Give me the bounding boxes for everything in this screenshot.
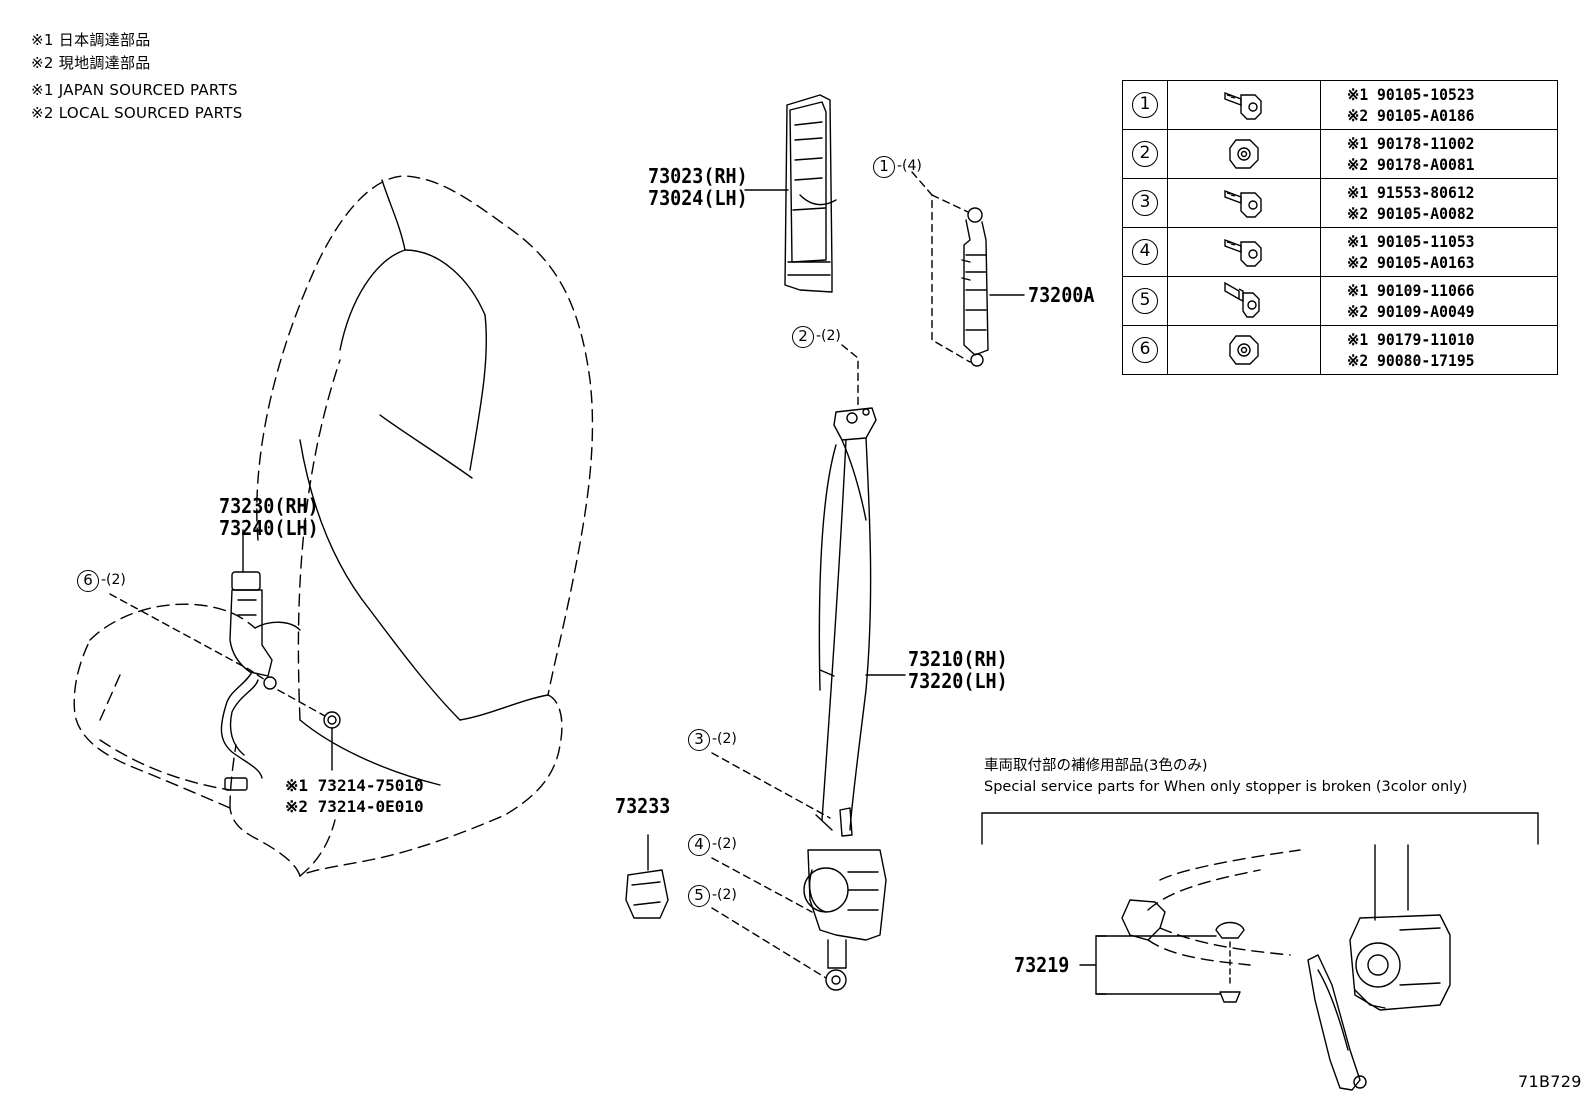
table-ref-number: 4 (1132, 239, 1158, 265)
table-ref-number: 2 (1132, 141, 1158, 167)
table-row[interactable]: 3 ※1 91553-80612 ※2 90105-A0082 (1122, 178, 1558, 228)
retractor-cover-part (784, 94, 837, 293)
callout-4[interactable]: 4 (688, 834, 710, 856)
service-title-jp: 車両取付部の補修用部品(3色のみ) (984, 758, 1208, 774)
japan-part-number[interactable]: ※1 91553-80612 (1347, 183, 1475, 202)
table-ref-number: 5 (1132, 288, 1158, 314)
cover-73233-part (625, 834, 669, 919)
label-adjuster[interactable]: 73200A (1028, 283, 1095, 307)
table-ref-number: 1 (1132, 92, 1158, 118)
table-row[interactable]: 4 ※1 90105-11053 ※2 90105-A0163 (1122, 227, 1558, 277)
callout-5-qty: -(2) (712, 887, 737, 903)
label-buckle-lh[interactable]: 73240(LH) (219, 516, 319, 540)
label-outer-belt-lh[interactable]: 73220(LH) (908, 669, 1008, 693)
flange-nut-icon (1229, 139, 1259, 169)
table-ref-number: 6 (1132, 337, 1158, 363)
flange-nut-icon (1229, 335, 1259, 365)
callout-5[interactable]: 5 (688, 885, 710, 907)
label-cover-73233[interactable]: 73233 (615, 794, 671, 818)
callout-3-qty: -(2) (712, 731, 737, 747)
local-part-number[interactable]: ※2 90080-17195 (1347, 351, 1475, 370)
note-local-jp: ※2 現地調達部品 (31, 54, 151, 72)
leader-lines (109, 171, 971, 979)
local-part-number[interactable]: ※2 90109-A0049 (1347, 302, 1475, 321)
flange-bolt-icon (1224, 238, 1262, 267)
local-part-number[interactable]: ※2 90105-A0082 (1347, 204, 1475, 223)
seat-backrest-seams (254, 179, 549, 786)
buckle-cap-part (323, 711, 341, 729)
japan-part-number[interactable]: ※1 90179-11010 (1347, 330, 1475, 349)
callout-2[interactable]: 2 (792, 326, 814, 348)
note-local-en: ※2 LOCAL SOURCED PARTS (31, 104, 243, 122)
table-row[interactable]: 2 ※1 90178-11002 ※2 90178-A0081 (1122, 129, 1558, 179)
seat-outline (73, 175, 594, 877)
local-part-number[interactable]: ※2 90178-A0081 (1347, 155, 1475, 174)
fastener-parts-table: 1 ※1 90105-10523 ※2 90105-A0186 2 ※1 9017… (1122, 80, 1558, 375)
label-buckle-cap-japan[interactable]: ※1 73214-75010 (285, 776, 424, 795)
label-outer-belt-rh[interactable]: 73210(RH) (908, 647, 1008, 671)
callout-6-qty: -(2) (101, 572, 126, 588)
local-part-number[interactable]: ※2 90105-A0163 (1347, 253, 1475, 272)
callout-2-qty: -(2) (816, 328, 841, 344)
service-title-en: Special service parts for When only stop… (984, 779, 1468, 795)
japan-part-number[interactable]: ※1 90105-10523 (1347, 85, 1475, 104)
service-inset (981, 812, 1539, 1091)
outer-belt-assembly (803, 407, 887, 991)
callout-1-qty: -(4) (897, 158, 922, 174)
shoulder-adjuster-part (961, 207, 989, 367)
callout-4-qty: -(2) (712, 836, 737, 852)
diagram-code: 71B729 (1518, 1072, 1582, 1091)
flange-bolt-icon (1224, 91, 1262, 120)
flange-bolt-icon (1224, 189, 1262, 218)
shoulder-bolt-icon (1224, 281, 1260, 318)
note-japan-jp: ※1 日本調達部品 (31, 31, 151, 49)
table-row[interactable]: 6 ※1 90179-11010 ※2 90080-17195 (1122, 325, 1558, 375)
callout-3[interactable]: 3 (688, 729, 710, 751)
label-stopper[interactable]: 73219 (1014, 953, 1070, 977)
table-ref-number: 3 (1132, 190, 1158, 216)
label-retractor-cover-lh[interactable]: 73024(LH) (648, 186, 748, 210)
label-buckle-rh[interactable]: 73230(RH) (219, 494, 319, 518)
japan-part-number[interactable]: ※1 90105-11053 (1347, 232, 1475, 251)
buckle-assembly (220, 529, 277, 791)
callout-1[interactable]: 1 (873, 156, 895, 178)
japan-part-number[interactable]: ※1 90109-11066 (1347, 281, 1475, 300)
table-row[interactable]: 1 ※1 90105-10523 ※2 90105-A0186 (1122, 80, 1558, 130)
local-part-number[interactable]: ※2 90105-A0186 (1347, 106, 1475, 125)
callout-6[interactable]: 6 (77, 570, 99, 592)
japan-part-number[interactable]: ※1 90178-11002 (1347, 134, 1475, 153)
table-row[interactable]: 5 ※1 90109-11066 ※2 90109-A0049 (1122, 276, 1558, 326)
label-retractor-cover-rh[interactable]: 73023(RH) (648, 164, 748, 188)
label-buckle-cap-local[interactable]: ※2 73214-0E010 (285, 797, 424, 816)
note-japan-en: ※1 JAPAN SOURCED PARTS (31, 81, 238, 99)
